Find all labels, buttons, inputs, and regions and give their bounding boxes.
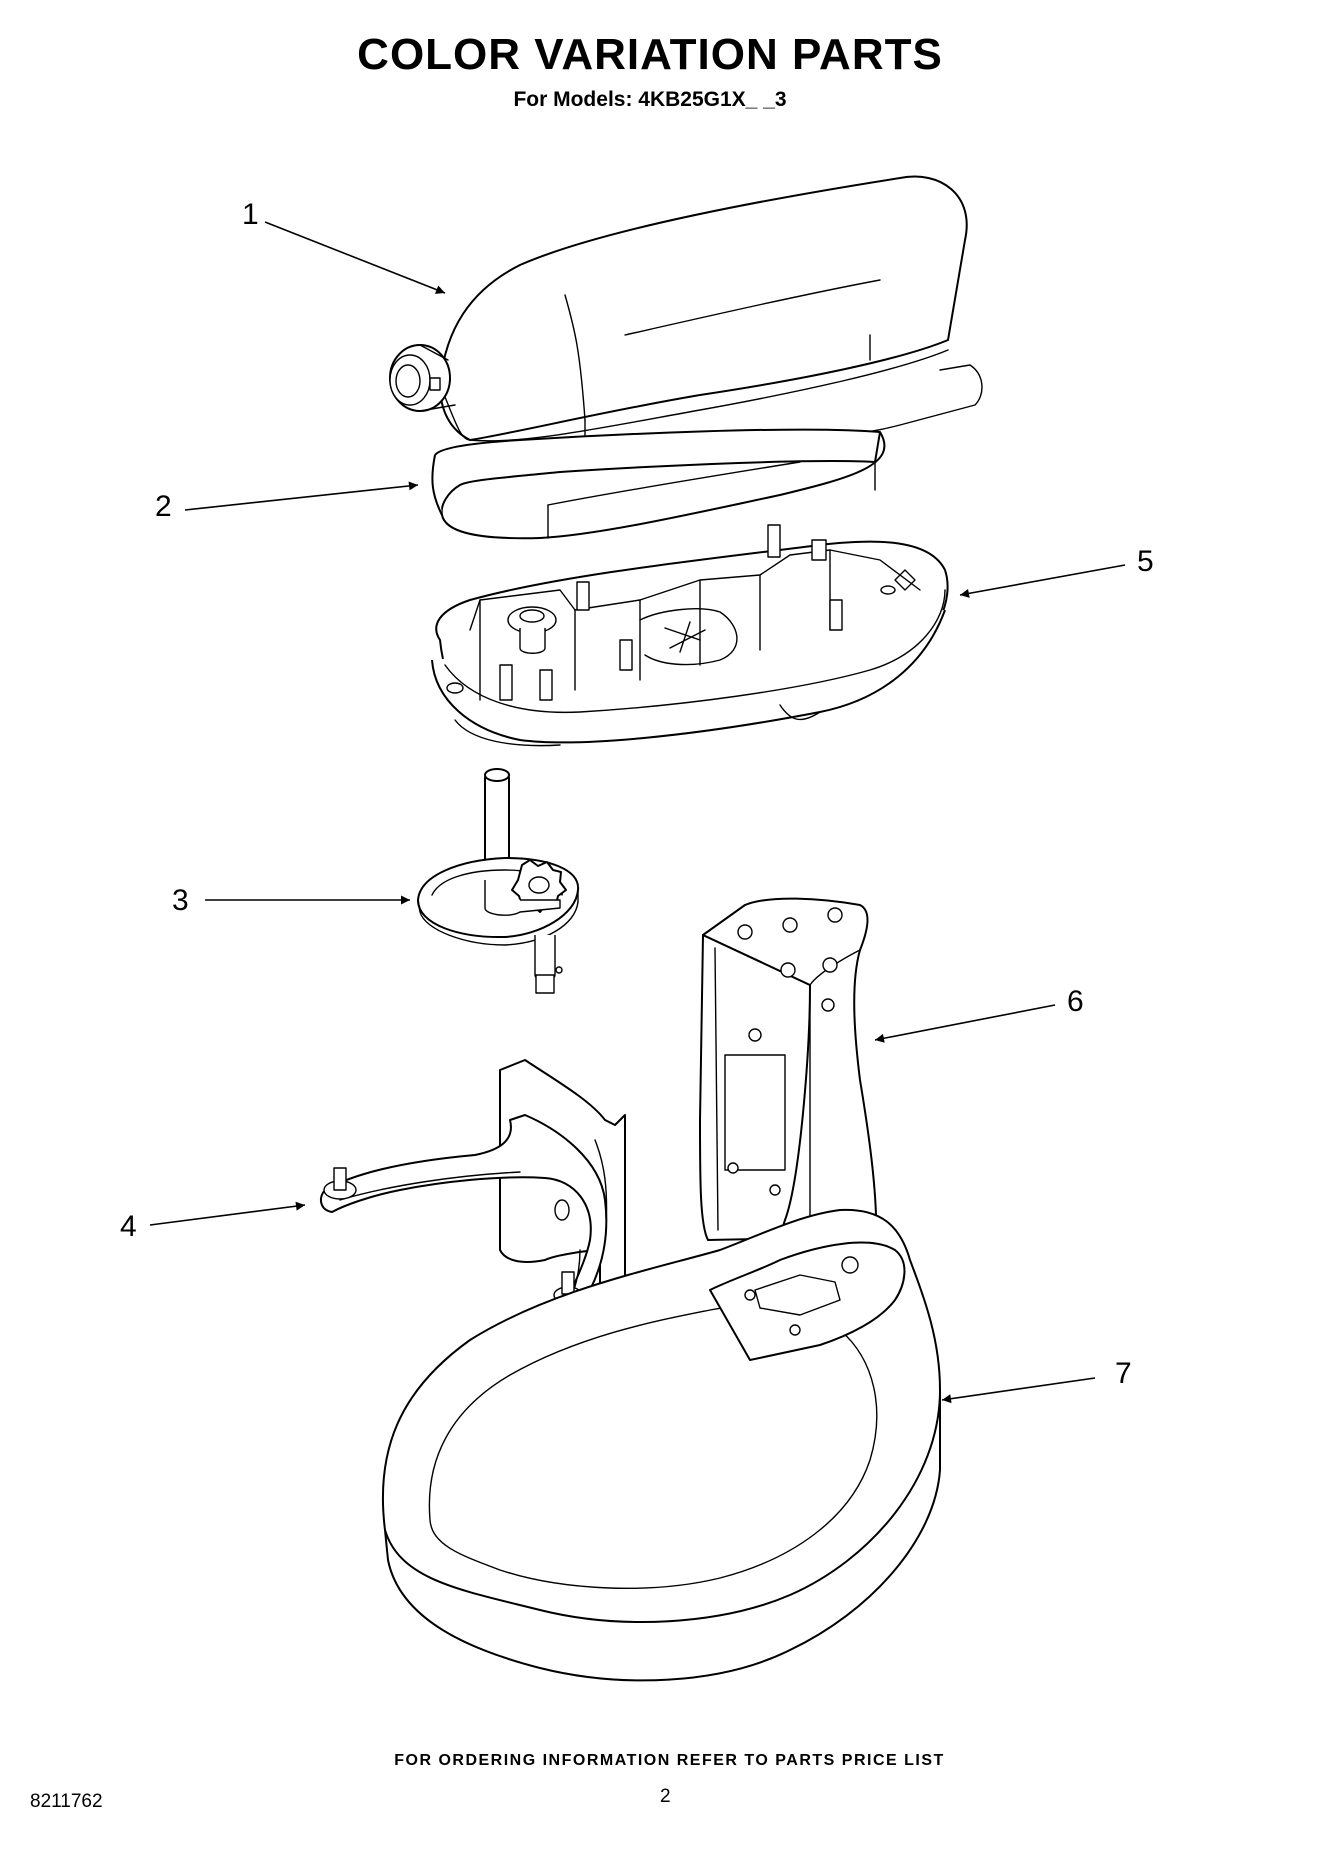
callout-label-2: 2 bbox=[155, 490, 172, 523]
model-subtitle: For Models: 4KB25G1X_ _3 bbox=[513, 88, 787, 111]
part-5-gear-case[interactable] bbox=[431, 524, 949, 747]
callout-label-4: 4 bbox=[120, 1210, 137, 1243]
page-title: COLOR VARIATION PARTS bbox=[357, 30, 943, 79]
arrow-7 bbox=[941, 1377, 1096, 1404]
part-3-planetary-unit[interactable] bbox=[417, 768, 580, 994]
page-number: 2 bbox=[660, 1786, 671, 1807]
callout-arrows bbox=[149, 221, 1126, 1404]
callout-label-1: 1 bbox=[242, 198, 259, 231]
callout-label-7: 7 bbox=[1115, 1357, 1132, 1390]
part-6-pedestal[interactable] bbox=[699, 897, 878, 1306]
ordering-note: FOR ORDERING INFORMATION REFER TO PARTS … bbox=[394, 1752, 945, 1769]
callout-label-5: 5 bbox=[1137, 545, 1154, 578]
callout-label-3: 3 bbox=[172, 884, 189, 917]
arrow-6 bbox=[874, 1004, 1056, 1043]
callout-label-6: 6 bbox=[1067, 985, 1084, 1018]
part-7-base[interactable] bbox=[381, 1208, 941, 1682]
arrow-4 bbox=[149, 1201, 306, 1226]
part-2-belt[interactable] bbox=[431, 428, 886, 540]
part-4-bowl-support[interactable] bbox=[319, 1059, 626, 1311]
part-1-head-cover[interactable] bbox=[389, 175, 983, 442]
document-number: 8211762 bbox=[30, 1791, 103, 1812]
arrow-2 bbox=[184, 481, 419, 511]
arrow-1 bbox=[264, 221, 446, 294]
arrow-5 bbox=[959, 564, 1126, 598]
